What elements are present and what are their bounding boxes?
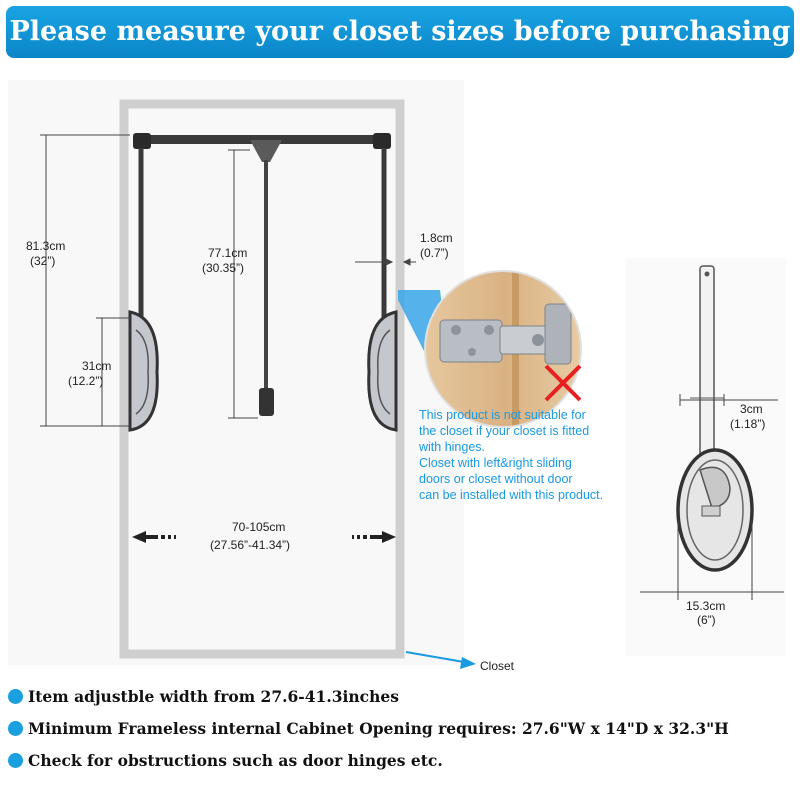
unit-height-cm: 31cm [82,359,111,373]
top-rail [140,135,386,144]
right-bracket [373,133,391,149]
drop-height-in: (30.35”) [202,261,244,275]
list-item-text: Minimum Frameless internal Cabinet Openi… [28,718,729,738]
list-item-text: Item adjustble width from 27.6-41.3inche… [28,686,399,706]
list-item: Check for obstructions such as door hing… [8,744,800,776]
side-clearance-dimension [355,258,416,266]
left-bracket [133,133,151,149]
feature-list: Item adjustble width from 27.6-41.3inche… [8,680,800,776]
center-mount [250,140,282,162]
drop-height-cm: 77.1cm [208,246,247,260]
list-item: Item adjustble width from 27.6-41.3inche… [8,680,800,712]
total-height-dimension [40,134,130,427]
side-clearance-in: (0.7”) [420,246,449,260]
width-arrow-left [132,531,176,543]
width-range-cm: 70-105cm [232,520,285,534]
side-depth-in: (1.18”) [730,417,765,431]
hinge-note-line-6: can be installed with this product. [419,488,603,502]
right-lift-detail [377,329,391,415]
left-lift-detail [135,329,149,415]
right-lift-unit [367,310,398,432]
unit-height-dimension [96,317,130,426]
hinge-photo [424,270,582,428]
bullet-dot-icon [8,752,23,768]
total-height-in: (32”) [30,254,55,268]
closet-pointer [405,651,476,669]
side-clearance-cm: 1.8cm [420,231,453,245]
hinge-note-line-5: doors or closet without door [419,472,573,486]
side-depth-dimension [679,394,778,406]
hinge-note-line-4: Closet with left&right sliding [419,456,572,470]
list-item-text: Check for obstructions such as door hing… [28,750,443,770]
hinge-note-line-2: the closet if your closet is fitted [419,424,589,438]
closet-frame [119,99,405,659]
side-view-unit [676,265,754,572]
width-arrow-right [352,531,396,543]
bullet-dot-icon [8,688,23,704]
hinge-note-line-1: This product is not suitable for [419,408,586,422]
total-height-cm: 81.3cm [26,239,65,253]
bullet-dot-icon [8,720,23,736]
side-width-in: (6”) [697,613,716,627]
closet-label: Closet [480,659,515,673]
list-item: Minimum Frameless internal Cabinet Openi… [8,712,800,744]
page-title: Please measure your closet sizes before … [9,16,791,47]
side-width-cm: 15.3cm [686,599,725,613]
pull-handle [259,388,274,416]
left-lift-unit [128,310,159,432]
drop-height-dimension [228,149,258,419]
not-suitable-cross-icon [544,364,582,402]
header-banner: Please measure your closet sizes before … [6,6,794,58]
width-range-in: (27.56”-41.34”) [210,538,290,552]
hinge-note-line-3: with hinges. [418,440,485,454]
side-depth-cm: 3cm [740,402,763,416]
unit-height-in: (12.2”) [68,374,103,388]
side-width-dimension [640,520,784,600]
